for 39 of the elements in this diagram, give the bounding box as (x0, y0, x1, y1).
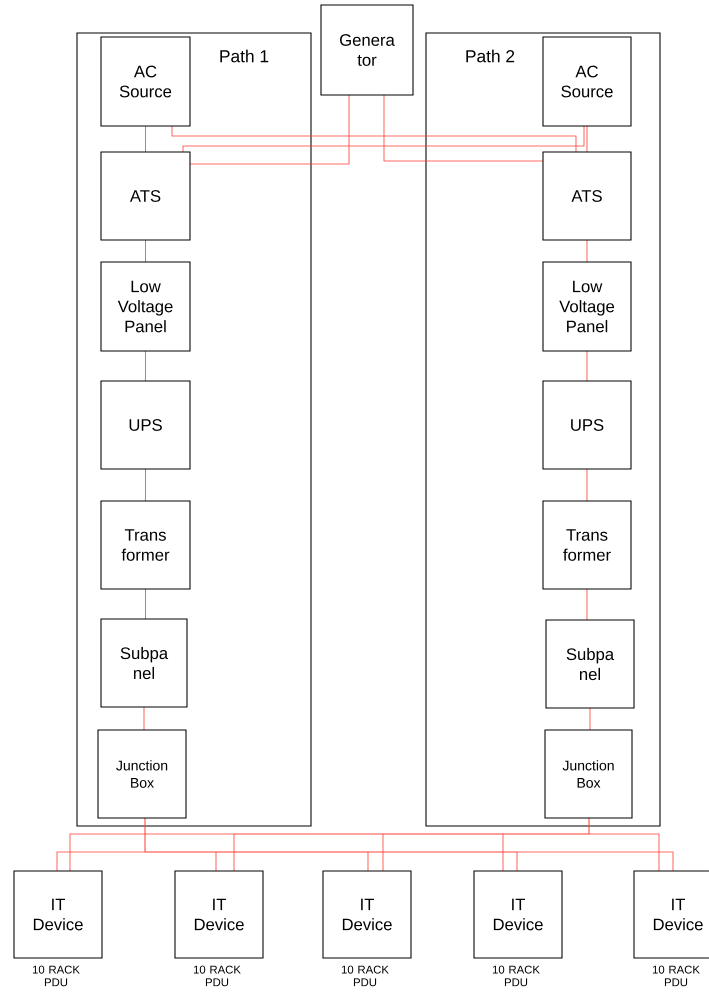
component-box: ATS (542, 151, 632, 241)
wire-line (586, 126, 588, 152)
component-box: Junction Box (97, 729, 187, 819)
component-box: AC Source (542, 36, 632, 127)
component-box: IT Device (473, 870, 563, 959)
component-box: IT Device (633, 870, 709, 959)
wire-line (586, 351, 588, 381)
component-box: ATS (100, 151, 191, 241)
caption-text: 10 RACK PDU (32, 966, 80, 986)
component-box: UPS (542, 380, 632, 470)
wire-line (384, 95, 543, 162)
component-box: Genera tor (320, 4, 414, 96)
wire-line (144, 818, 674, 871)
wire-line (586, 469, 588, 501)
component-box: AC Source (100, 36, 191, 127)
caption-text: 10 RACK PDU (194, 966, 241, 986)
wire-line (145, 469, 146, 501)
caption-text: 10 RACK PDU (652, 966, 700, 986)
caption-text: 10 RACK PDU (492, 966, 540, 986)
wire-line (145, 126, 146, 152)
wire-line (588, 818, 660, 871)
wire-line (145, 589, 146, 619)
caption-text: 10 RACK PDU (342, 966, 389, 986)
component-box: Low Voltage Panel (542, 261, 632, 352)
component-box: Subpa nel (545, 619, 635, 709)
component-box: Trans former (542, 500, 632, 590)
component-box: Subpa nel (100, 618, 188, 708)
component-box: IT Device (13, 870, 103, 959)
component-box: UPS (100, 380, 191, 470)
wire-line (586, 240, 588, 262)
wire-line (190, 95, 350, 164)
component-box: Junction Box (544, 729, 633, 819)
component-box: Trans former (100, 500, 191, 590)
component-box: IT Device (174, 870, 264, 959)
component-box: IT Device (322, 870, 412, 959)
component-box: Low Voltage Panel (100, 261, 191, 352)
wire-line (586, 589, 588, 620)
wire-line (145, 240, 146, 262)
wire-line (145, 351, 146, 381)
